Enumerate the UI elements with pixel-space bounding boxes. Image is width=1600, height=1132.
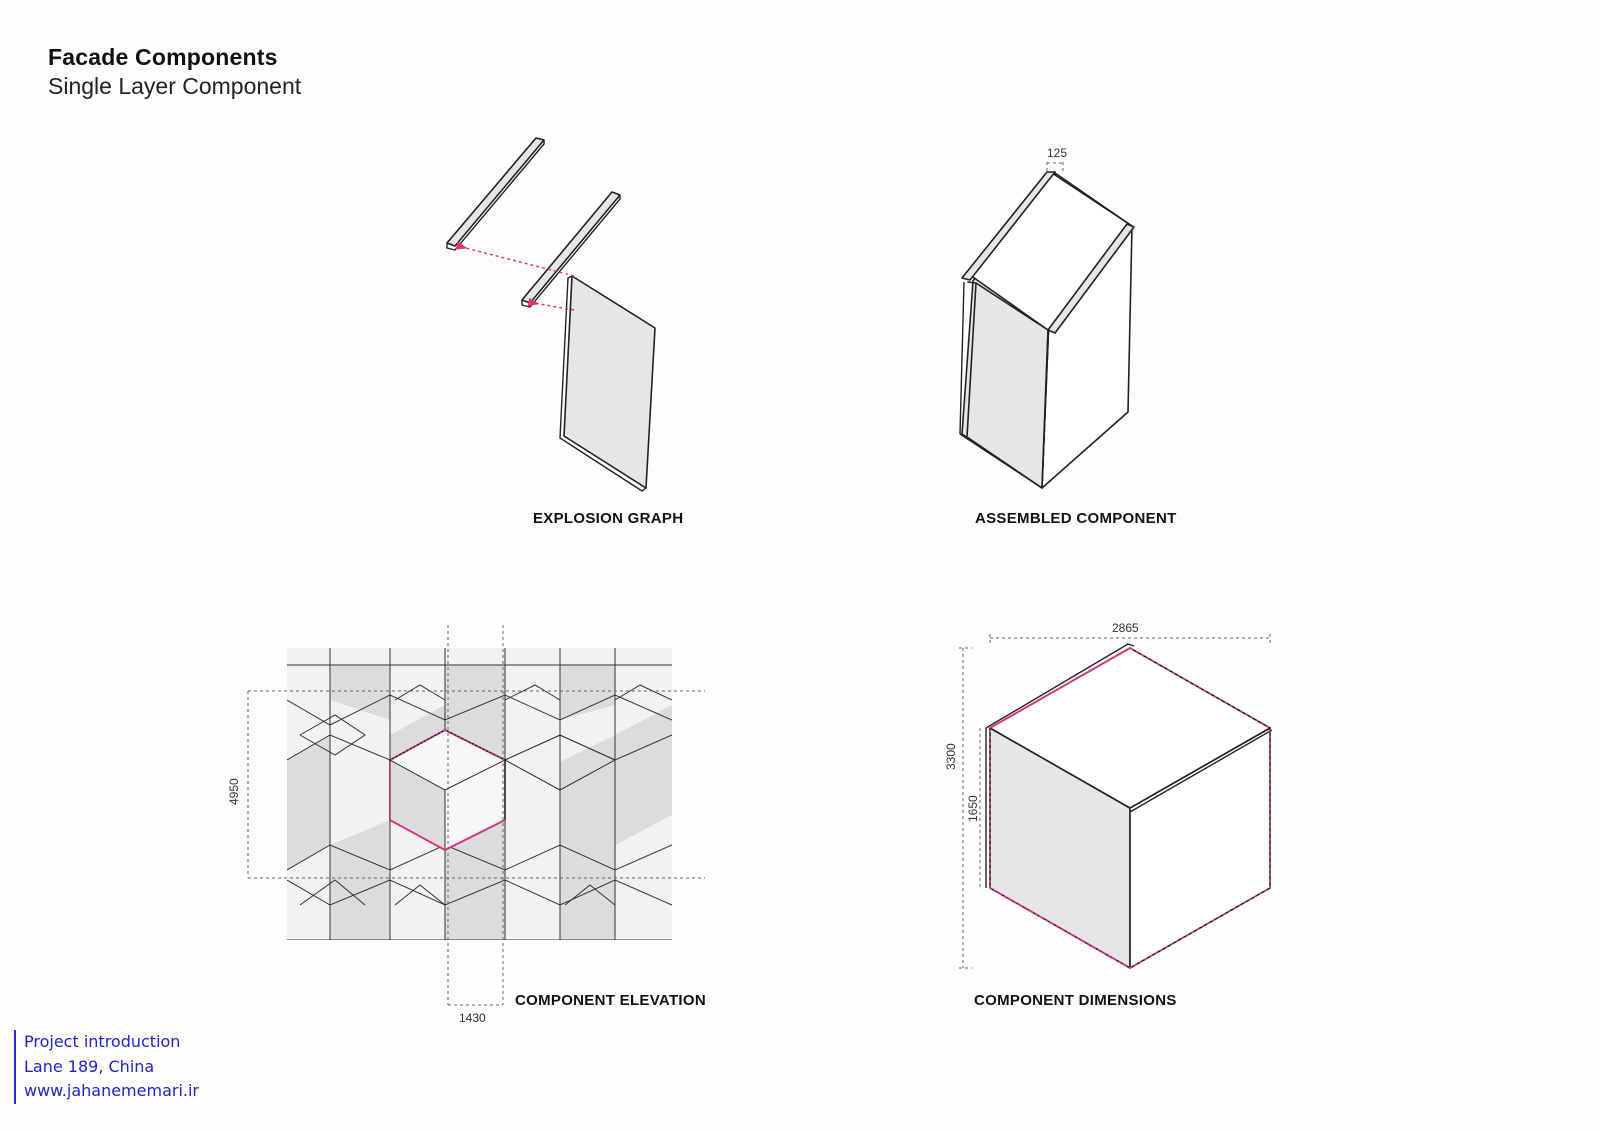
assembled-flange-left bbox=[961, 171, 1056, 281]
dim-flange-width: 125 bbox=[1047, 146, 1067, 160]
explosion-graph: EXPLOSION GRAPH bbox=[446, 137, 683, 527]
dim-component-width: 2865 bbox=[1112, 621, 1139, 635]
caption-component-elevation: COMPONENT ELEVATION bbox=[515, 992, 706, 1009]
page-subtitle: Single Layer Component bbox=[48, 73, 302, 99]
dim-component-height: 3300 bbox=[944, 743, 958, 770]
lower-flange-strip bbox=[521, 191, 621, 308]
dim-elevation-width: 1430 bbox=[459, 1011, 486, 1025]
caption-assembled-component: ASSEMBLED COMPONENT bbox=[975, 510, 1177, 527]
title-block: Facade Components Single Layer Component bbox=[48, 44, 301, 100]
footer-line-location: Lane 189, China bbox=[24, 1056, 155, 1076]
caption-component-dimensions: COMPONENT DIMENSIONS bbox=[974, 992, 1177, 1009]
assembled-flange-right bbox=[1047, 223, 1135, 334]
assembled-component: 125 ASSEMBLED COMPONENT bbox=[959, 146, 1177, 527]
upper-flange-strip bbox=[446, 137, 545, 251]
exploded-panel bbox=[559, 275, 656, 492]
footer-line-website[interactable]: www.jahanememari.ir bbox=[24, 1081, 200, 1100]
page-title: Facade Components bbox=[48, 44, 278, 70]
explosion-arrow-upper bbox=[455, 241, 575, 277]
dim-elevation-height: 4950 bbox=[227, 778, 241, 805]
elevation-pattern bbox=[287, 648, 672, 940]
footer-line-project: Project introduction bbox=[24, 1032, 181, 1051]
component-elevation: 4950 1430 COMPONENT ELEVATION bbox=[227, 625, 706, 1025]
caption-explosion-graph: EXPLOSION GRAPH bbox=[533, 510, 683, 527]
dim-component-half-height: 1650 bbox=[966, 795, 980, 822]
footer-credits: Project introduction Lane 189, China www… bbox=[14, 1030, 199, 1104]
component-dimensions: 2865 3300 1650 COMPONENT DIMENSIONS bbox=[944, 621, 1273, 1009]
explosion-arrow-lower bbox=[527, 297, 575, 311]
